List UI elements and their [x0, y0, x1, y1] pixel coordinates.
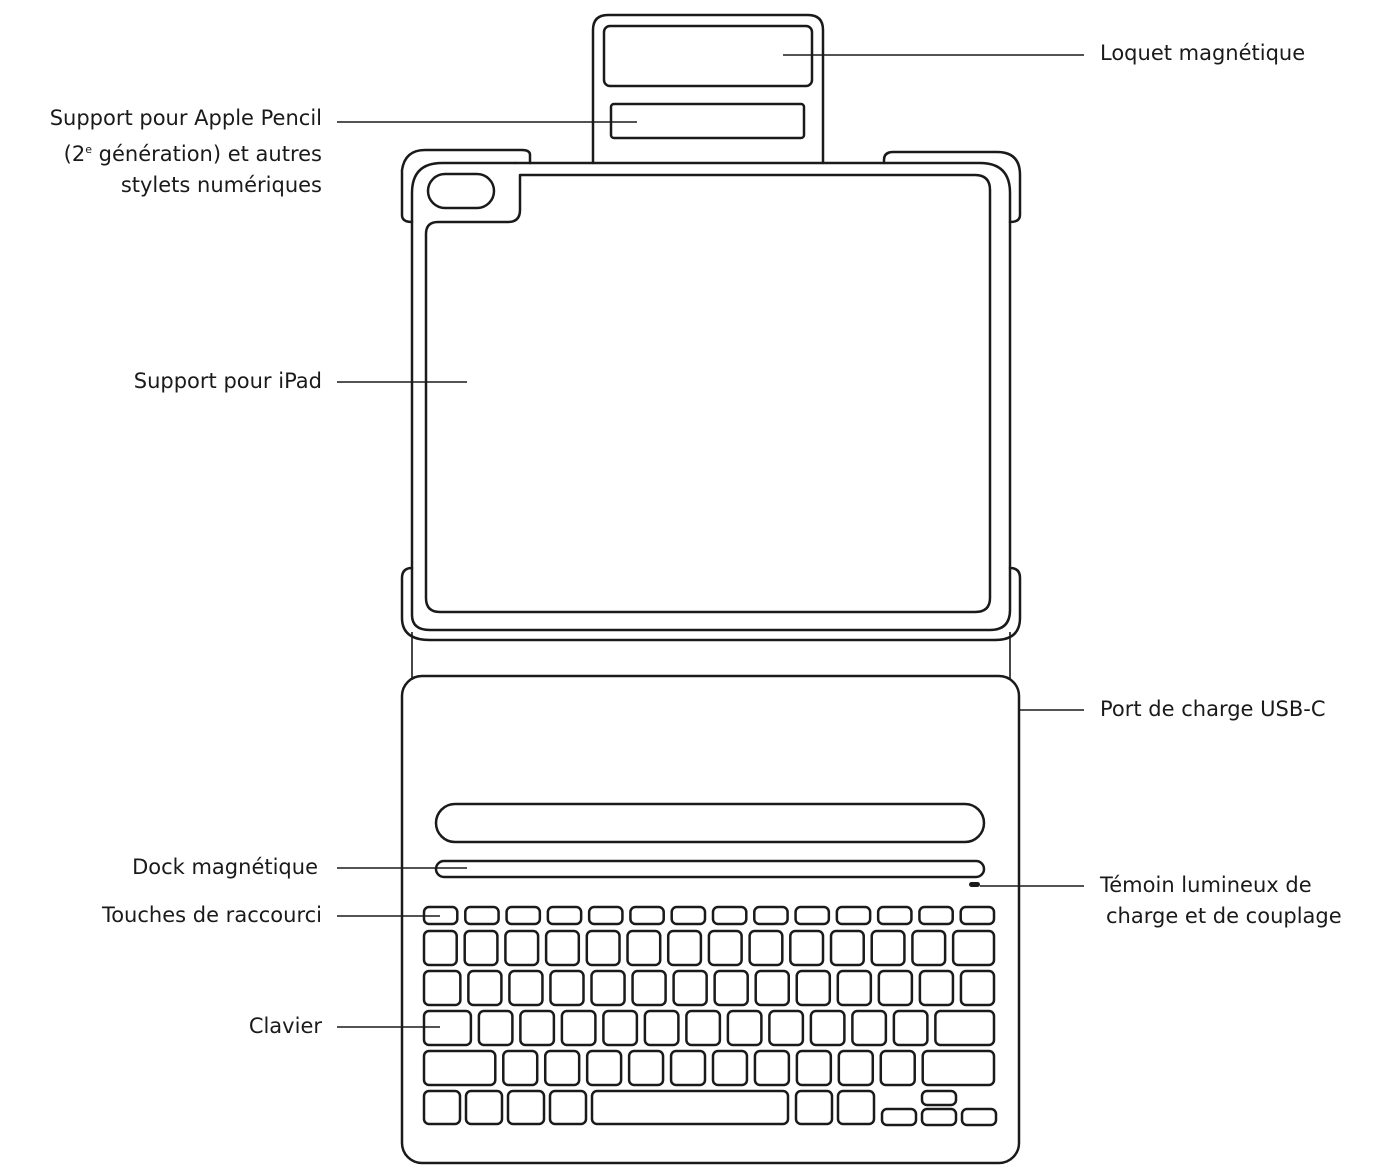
led-indicator-label-line2: charge et de couplage — [1106, 904, 1342, 928]
pencil-holder-label: Support pour Apple Pencil (2e génération… — [50, 103, 322, 201]
usb-c-port-label: Port de charge USB-C — [1100, 697, 1326, 721]
key — [726, 1009, 763, 1047]
key — [549, 969, 585, 1007]
key — [809, 1009, 846, 1047]
led-indicator-label: Témoin lumineux de charge et de couplage — [1100, 870, 1342, 932]
keyboard-keys — [422, 905, 998, 1127]
key — [711, 1049, 749, 1087]
key — [544, 929, 581, 967]
shortcut-key — [670, 905, 707, 926]
key — [870, 929, 906, 967]
pencil-holder-label-line2: (2e génération) et autres — [63, 142, 322, 166]
key — [951, 929, 996, 967]
pencil-holder-label-line1: Support pour Apple Pencil — [49, 106, 322, 130]
led-indicator-label-line1: Témoin lumineux de — [1100, 873, 1312, 897]
keyboard-label: Clavier — [248, 1014, 322, 1038]
arrow-right-key — [960, 1107, 998, 1127]
shortcut-key — [918, 905, 954, 926]
shortcut-key — [546, 905, 583, 926]
key — [748, 929, 784, 967]
key — [918, 969, 955, 1007]
key — [685, 1009, 722, 1047]
key — [768, 1009, 805, 1047]
leader-lines — [337, 54, 1084, 1028]
key — [422, 929, 458, 967]
key — [669, 1049, 707, 1087]
key — [795, 1049, 833, 1087]
shortcut-key — [753, 905, 789, 926]
key — [934, 1009, 996, 1047]
key — [666, 929, 703, 967]
space-bar — [590, 1089, 790, 1126]
key — [959, 969, 996, 1007]
key — [519, 1009, 556, 1047]
key — [504, 929, 540, 967]
key — [477, 1009, 514, 1047]
key — [794, 1089, 834, 1126]
ipad-holder-label: Support pour iPad — [133, 369, 322, 393]
key — [829, 929, 865, 967]
key — [879, 1049, 916, 1087]
shortcut-key — [794, 905, 831, 926]
arrow-down-key — [920, 1107, 958, 1127]
key — [422, 1089, 462, 1126]
key — [422, 969, 462, 1007]
key — [837, 1049, 875, 1087]
key — [502, 1049, 539, 1087]
key — [892, 1009, 929, 1047]
key — [508, 969, 544, 1007]
key — [560, 1009, 597, 1047]
ipad-holder-frame — [400, 148, 1022, 642]
shortcut-keys-label: Touches de raccourci — [101, 903, 322, 927]
shortcut-key — [629, 905, 665, 926]
key — [543, 1049, 581, 1087]
magnetic-latch — [591, 13, 825, 165]
key — [789, 929, 825, 967]
key — [467, 969, 503, 1007]
magnetic-dock-label: Dock magnétique — [132, 855, 318, 879]
shortcut-key — [587, 905, 624, 926]
key — [548, 1089, 588, 1126]
key — [836, 1089, 876, 1126]
key — [877, 969, 914, 1007]
key — [585, 1049, 623, 1087]
key — [590, 969, 626, 1007]
key — [422, 1049, 497, 1087]
key — [506, 1089, 546, 1126]
key — [707, 929, 743, 967]
key — [713, 969, 749, 1007]
shortcut-key — [876, 905, 913, 926]
arrow-up-key — [920, 1089, 958, 1107]
key — [921, 1049, 996, 1087]
key — [753, 1049, 791, 1087]
arrow-left-key — [880, 1107, 918, 1127]
hinge — [411, 632, 1011, 680]
shortcut-key — [835, 905, 872, 926]
key — [754, 969, 791, 1007]
key — [911, 929, 947, 967]
shortcut-key — [959, 905, 996, 926]
key — [585, 929, 621, 967]
key — [631, 969, 667, 1007]
key — [463, 929, 499, 967]
key — [626, 929, 662, 967]
key — [422, 1009, 473, 1047]
shortcut-key — [464, 905, 500, 926]
key — [795, 969, 832, 1007]
keyboard-base — [400, 674, 1021, 1165]
shortcut-key — [505, 905, 542, 926]
key — [672, 969, 708, 1007]
led-indicator — [969, 882, 980, 887]
key — [464, 1089, 504, 1126]
magnetic-latch-label: Loquet magnétique — [1100, 41, 1306, 65]
key — [836, 969, 873, 1007]
key — [643, 1009, 680, 1047]
shortcut-key — [711, 905, 748, 926]
key — [602, 1009, 639, 1047]
key — [627, 1049, 665, 1087]
key — [851, 1009, 888, 1047]
pencil-holder-label-line3: stylets numériques — [120, 173, 322, 197]
